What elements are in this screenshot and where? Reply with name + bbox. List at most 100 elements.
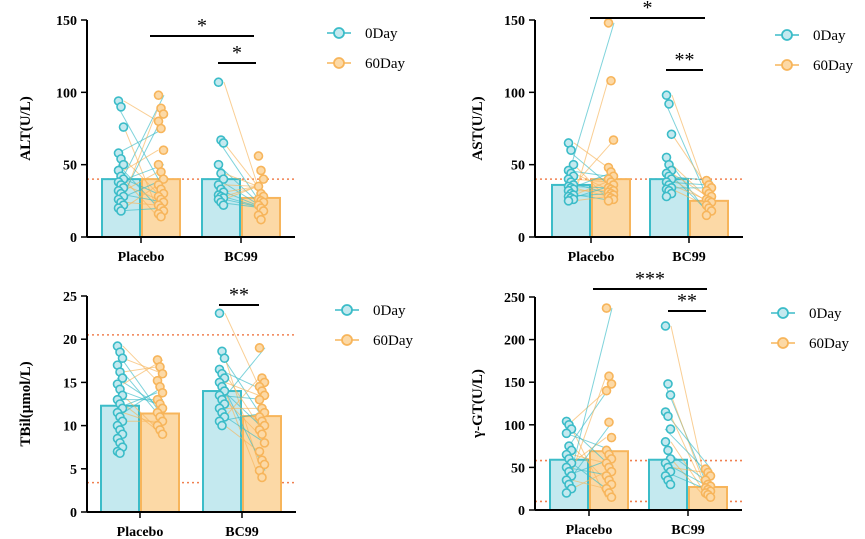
data-point-0day — [563, 196, 574, 206]
y-tick-label: 0 — [518, 231, 525, 246]
pair-line — [223, 142, 259, 187]
data-point-0day — [218, 174, 229, 184]
y-axis-title: AST(U/L) — [470, 96, 486, 160]
legend-marker — [341, 304, 353, 316]
data-point-0day — [663, 379, 673, 389]
data-point-0day — [665, 424, 676, 434]
legend-label: 60Day — [365, 56, 405, 72]
data-point-0day — [115, 448, 125, 459]
legend-marker — [333, 57, 345, 69]
significance-label: * — [197, 15, 207, 37]
data-point-60day — [256, 165, 266, 176]
pair-line — [117, 106, 165, 190]
data-point-60day — [158, 174, 169, 184]
significance-label: ** — [229, 284, 249, 306]
data-point-60day — [606, 432, 617, 443]
data-point-0day — [568, 159, 579, 170]
pair-line — [117, 95, 165, 189]
legend-marker — [781, 29, 793, 41]
data-point-0day — [665, 479, 676, 490]
legend-marker — [341, 334, 353, 346]
pair-line — [223, 185, 259, 193]
y-tick-label: 200 — [504, 334, 525, 349]
y-tick-label: 10 — [63, 420, 77, 435]
data-point-60day — [603, 18, 614, 28]
pair-line — [671, 188, 707, 206]
data-point-60day — [253, 151, 264, 161]
data-point-60day — [604, 371, 614, 382]
data-point-0day — [663, 411, 673, 422]
legend-marker — [777, 337, 789, 349]
legend-marker — [781, 59, 793, 71]
y-tick-label: 25 — [63, 290, 77, 305]
pair-line — [671, 164, 707, 197]
legend-label: 0Day — [813, 28, 846, 44]
significance-label: * — [232, 42, 242, 64]
data-point-0day — [566, 145, 576, 155]
y-tick-label: 100 — [504, 419, 525, 434]
data-point-60day — [606, 75, 616, 86]
pair-line — [567, 22, 615, 177]
pair-line — [123, 171, 159, 192]
data-point-0day — [218, 200, 229, 210]
data-point-60day — [256, 214, 266, 225]
data-point-60day — [701, 210, 712, 221]
data-point-0day — [118, 159, 129, 170]
data-point-60day — [153, 90, 164, 101]
y-tick-label: 50 — [511, 461, 525, 476]
y-tick-label: 0 — [518, 504, 525, 519]
pair-line — [122, 366, 158, 373]
y-axis-title: ALT(U/L) — [18, 96, 34, 160]
data-point-0day — [116, 102, 126, 112]
y-tick-label: 150 — [56, 14, 77, 29]
legend-label: 60Day — [809, 336, 849, 352]
data-point-0day — [664, 99, 674, 109]
pair-line — [116, 351, 164, 418]
pair-line — [122, 345, 158, 382]
category-label: Placebo — [566, 523, 613, 538]
data-point-0day — [660, 437, 671, 447]
data-point-60day — [259, 459, 270, 470]
significance-label: ** — [677, 290, 697, 312]
legend-label: 60Day — [373, 333, 413, 349]
pair-line — [573, 195, 609, 202]
data-point-60day — [259, 438, 270, 448]
data-point-0day — [219, 353, 230, 364]
category-label: BC99 — [225, 525, 258, 539]
legend-marker — [777, 307, 789, 319]
data-point-60day — [257, 472, 267, 483]
legend-label: 0Day — [373, 303, 406, 319]
legend-label: 60Day — [813, 58, 853, 74]
data-point-60day — [606, 379, 617, 389]
data-point-60day — [608, 135, 619, 145]
pair-line — [122, 403, 158, 431]
y-tick-label: 50 — [511, 159, 525, 174]
pair-line — [571, 437, 607, 464]
data-point-60day — [601, 303, 612, 313]
category-label: BC99 — [671, 523, 704, 538]
data-point-0day — [116, 206, 126, 216]
pair-line — [223, 172, 259, 187]
data-point-60day — [705, 492, 716, 503]
y-tick-label: 0 — [70, 506, 77, 521]
pair-line — [224, 425, 260, 452]
y-axis-title: TBil(μmol/L) — [18, 361, 34, 446]
data-point-60day — [258, 174, 269, 184]
y-axis-title: γ-GT(U/L) — [470, 369, 486, 439]
pair-line — [571, 479, 607, 490]
significance-label: *** — [635, 268, 665, 290]
pair-line — [571, 390, 607, 422]
data-point-0day — [218, 138, 229, 148]
data-point-0day — [214, 308, 225, 319]
data-point-0day — [665, 390, 676, 400]
y-tick-label: 100 — [504, 86, 525, 101]
data-point-0day — [660, 321, 671, 331]
y-tick-label: 100 — [56, 86, 77, 101]
significance-label: * — [643, 0, 653, 19]
pair-line — [224, 373, 260, 426]
pair-line — [224, 313, 260, 387]
category-label: BC99 — [672, 250, 705, 265]
data-point-0day — [661, 191, 672, 202]
